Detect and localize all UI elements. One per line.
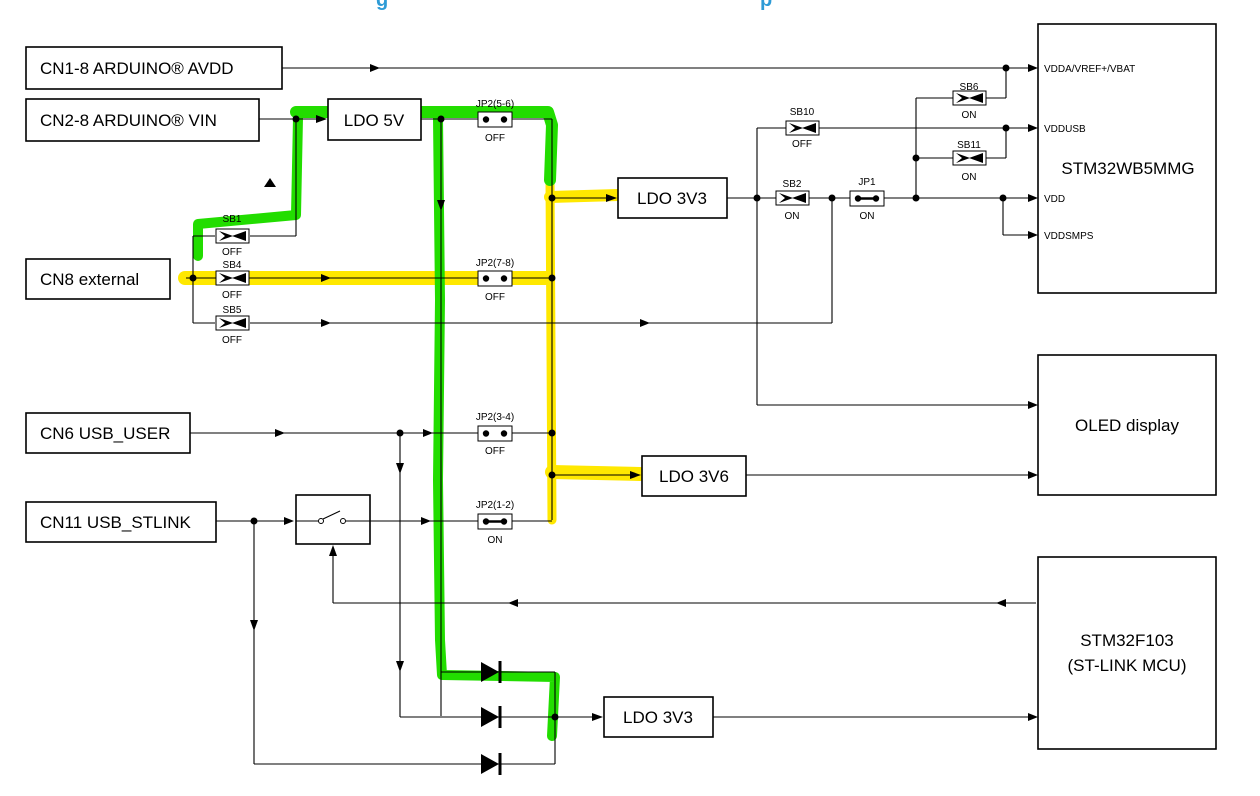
jumper-jp2-78: JP2(7-8) OFF [476,258,514,303]
source-cn8: CN8 external [25,258,171,300]
ldo-3v3-bottom-label: LDO 3V3 [623,708,693,727]
diode-top [481,661,502,683]
solder-bridge-sb10: SB10 OFF [785,107,820,150]
ldo-5v-label: LDO 5V [344,111,405,130]
diode-bottom [481,753,502,775]
stm32f103-sublabel: (ST-LINK MCU) [1068,656,1187,675]
stm32f103-label: STM32F103 [1080,631,1174,650]
jp1-state: ON [860,211,875,222]
oled-label: OLED display [1075,416,1179,435]
source-cn1: CN1-8 ARDUINO® AVDD [25,46,283,90]
solder-bridge-sb2: SB2 ON [775,179,810,222]
source-cn11-label: CN11 USB_STLINK [40,513,192,532]
sb1-state: OFF [222,247,242,258]
sb11-state: ON [962,172,977,183]
solder-bridge-sb11: SB11 ON [952,140,987,183]
green-highlight [193,106,560,741]
source-cn2-label: CN2-8 ARDUINO® VIN [40,111,217,130]
jumper-jp2-34: JP2(3-4) OFF [476,412,514,457]
ldo-3v3-top-label: LDO 3V3 [637,189,707,208]
sb6-state: ON [962,110,977,121]
arrows [250,64,1038,721]
source-cn1-label: CN1-8 ARDUINO® AVDD [40,59,234,78]
stm32wb-label: STM32WB5MMG [1061,159,1194,178]
wires [186,67,1036,765]
jp2-78-state: OFF [485,292,505,303]
jp2-56-state: OFF [485,133,505,144]
jp2-12-state: ON [488,535,503,546]
oled-block: OLED display [1037,354,1217,496]
solder-bridge-sb4: SB4 OFF [215,260,250,301]
jp2-34-state: OFF [485,446,505,457]
jumper-jp2-56: JP2(5-6) OFF [476,99,514,144]
sb2-name: SB2 [783,179,802,190]
sb6-name: SB6 [960,82,979,93]
junction-dots [189,64,1010,721]
jp2-56-name: JP2(5-6) [476,99,514,110]
pin-vddusb: VDDUSB [1044,124,1086,135]
source-cn8-label: CN8 external [40,270,139,289]
sb10-name: SB10 [790,107,815,118]
stm32f103-block: STM32F103 (ST-LINK MCU) [1037,556,1217,750]
ldo-3v6: LDO 3V6 [641,455,747,497]
jumper-jp1: JP1 ON [849,177,885,222]
sb11-name: SB11 [957,140,981,151]
source-cn6: CN6 USB_USER [25,412,191,454]
sb10-state: OFF [792,139,812,150]
source-cn2: CN2-8 ARDUINO® VIN [25,98,260,142]
title-fragment-right: p [760,0,772,11]
sb2-state: ON [785,211,800,222]
usb-power-switch [295,494,371,545]
solder-bridge-sb1: SB1 OFF [215,214,250,258]
title-fragment-left: g [376,0,388,11]
jumper-jp2-12: JP2(1-2) ON [476,500,514,546]
sb1-name: SB1 [223,214,242,225]
pin-vdd: VDD [1044,194,1065,205]
stm32wb-block: VDDA/VREF+/VBAT VDDUSB VDD VDDSMPS STM32… [1037,23,1217,294]
ldo-3v6-label: LDO 3V6 [659,467,729,486]
source-cn11: CN11 USB_STLINK [25,501,217,543]
ldo-3v3-bottom: LDO 3V3 [603,696,714,738]
sb4-name: SB4 [223,260,242,271]
yellow-highlight [178,175,647,525]
pin-vddsmps: VDDSMPS [1044,231,1094,242]
solder-bridge-sb6: SB6 ON [952,82,987,121]
solder-bridge-sb5: SB5 OFF [215,305,250,346]
pin-vdda: VDDA/VREF+/VBAT [1044,64,1135,75]
sb5-state: OFF [222,335,242,346]
ldo-3v3-top: LDO 3V3 [617,177,728,219]
jp2-78-name: JP2(7-8) [476,258,514,269]
sb4-state: OFF [222,290,242,301]
ldo-5v: LDO 5V [327,98,422,141]
sb5-name: SB5 [223,305,242,316]
jp2-34-name: JP2(3-4) [476,412,514,423]
jp2-12-name: JP2(1-2) [476,500,514,511]
diode-middle [481,706,502,728]
jp1-name: JP1 [858,177,876,188]
source-cn6-label: CN6 USB_USER [40,424,170,443]
